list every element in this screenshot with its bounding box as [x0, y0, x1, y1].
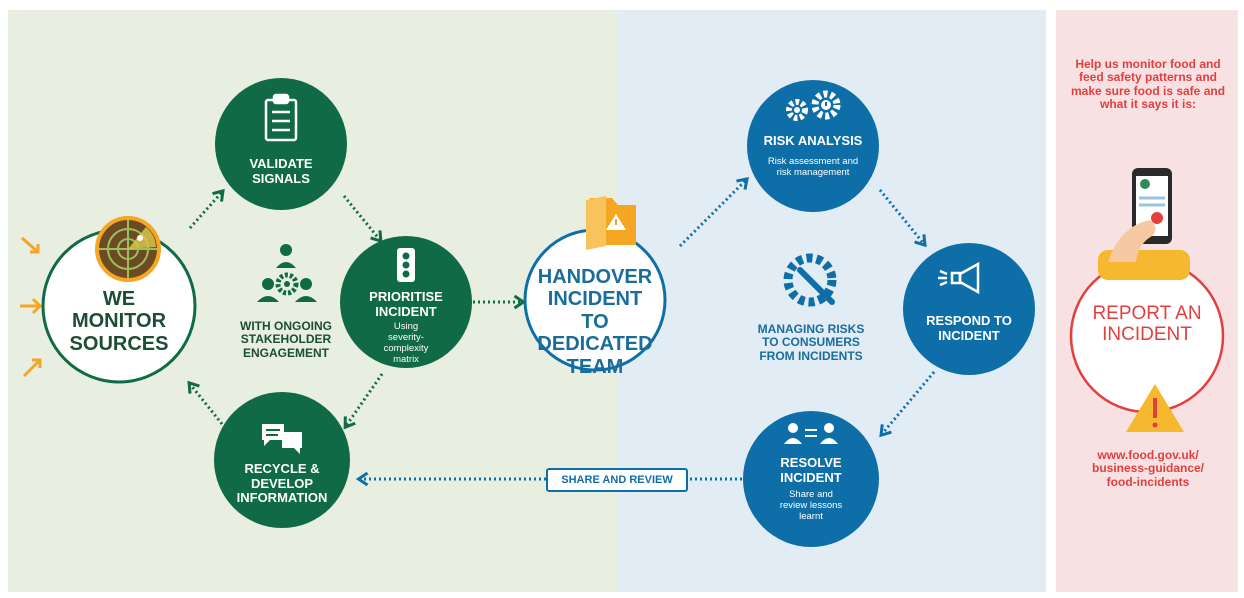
radar-icon	[95, 216, 161, 282]
wrench-gear-icon	[783, 253, 837, 307]
prioritise-title: PRIORITISE INCIDENT	[369, 289, 443, 319]
chat-bubbles-icon	[262, 424, 302, 454]
report-url[interactable]: www.food.gov.uk/ business-guidance/ food…	[1091, 448, 1205, 489]
share-and-review-label: SHARE AND REVIEW	[546, 468, 688, 492]
respond-title: RESPOND TO INCIDENT	[926, 313, 1012, 343]
gears-alert-icon	[786, 90, 841, 121]
risk-circle	[747, 80, 879, 212]
blue-connectors	[355, 177, 936, 487]
recycle-circle	[214, 392, 350, 528]
monitor-title: WE MONITOR SOURCES	[69, 288, 169, 355]
prioritise-circle	[340, 236, 472, 368]
megaphone-icon	[938, 261, 980, 295]
people-exchange-icon	[784, 423, 838, 444]
report-title: REPORT AN INCIDENT	[1092, 303, 1202, 346]
folder-warning-icon	[586, 196, 636, 250]
recycle-title: RECYCLE & DEVELOP INFORMATION	[236, 461, 328, 506]
risk-subtitle: Risk assessment and risk management	[767, 156, 859, 178]
stakeholder-title: WITH ONGOING STAKEHOLDER ENGAGEMENT	[240, 319, 332, 360]
orange-arrow-icon	[20, 297, 43, 315]
orange-arrow-icon	[21, 236, 40, 254]
respond-circle	[903, 243, 1035, 375]
people-gear-icon	[257, 244, 317, 302]
input-arrows	[20, 236, 43, 378]
orange-arrow-icon	[22, 358, 42, 378]
clipboard-checklist-icon	[264, 93, 298, 142]
managing-title: MANAGING RISKS TO CONSUMERS FROM INCIDEN…	[757, 322, 865, 363]
prioritise-subtitle: Using severity-complexity matrix	[383, 321, 429, 365]
resolve-title: RESOLVE INCIDENT	[780, 455, 842, 485]
traffic-light-icon	[397, 248, 415, 282]
resolve-subtitle: Share and review lessons learnt	[779, 489, 843, 522]
handover-title: HANDOVER INCIDENT TO DEDICATED TEAM	[537, 266, 653, 378]
report-intro: Help us monitor food and feed safety pat…	[1070, 57, 1226, 112]
warning-triangle-icon	[1126, 384, 1184, 432]
validate-circle	[215, 78, 347, 210]
risk-title: RISK ANALYSIS	[763, 133, 863, 148]
phone-tap-icon	[1098, 168, 1190, 280]
validate-title: VALIDATE SIGNALS	[249, 156, 313, 186]
resolve-circle	[743, 411, 879, 547]
